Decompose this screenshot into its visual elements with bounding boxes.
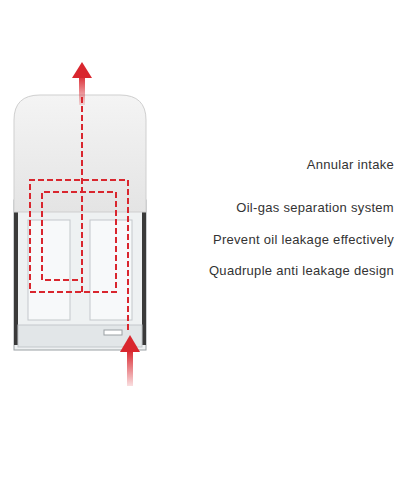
- base-slot: [104, 330, 122, 335]
- feature-label: Prevent oil leakage effectively: [213, 232, 394, 248]
- pod-cap: [14, 95, 146, 212]
- tank-base: [18, 325, 142, 347]
- feature-label: Quadruple anti leakage design: [209, 263, 394, 279]
- feature-label: Oil-gas separation system: [236, 200, 394, 216]
- feature-label: Annular intake: [307, 157, 394, 173]
- inflow-arrow: [120, 335, 140, 352]
- inner-tube: [28, 220, 70, 320]
- tank-edge: [14, 205, 18, 345]
- tank-edge: [142, 205, 146, 345]
- inflow-arrow: [127, 350, 133, 386]
- tank-body: [14, 200, 146, 350]
- airflow-path: [81, 95, 83, 292]
- outflow-arrow: [79, 75, 85, 105]
- inner-tube: [90, 220, 132, 320]
- airflow-path: [30, 180, 128, 330]
- outflow-arrow: [72, 62, 92, 78]
